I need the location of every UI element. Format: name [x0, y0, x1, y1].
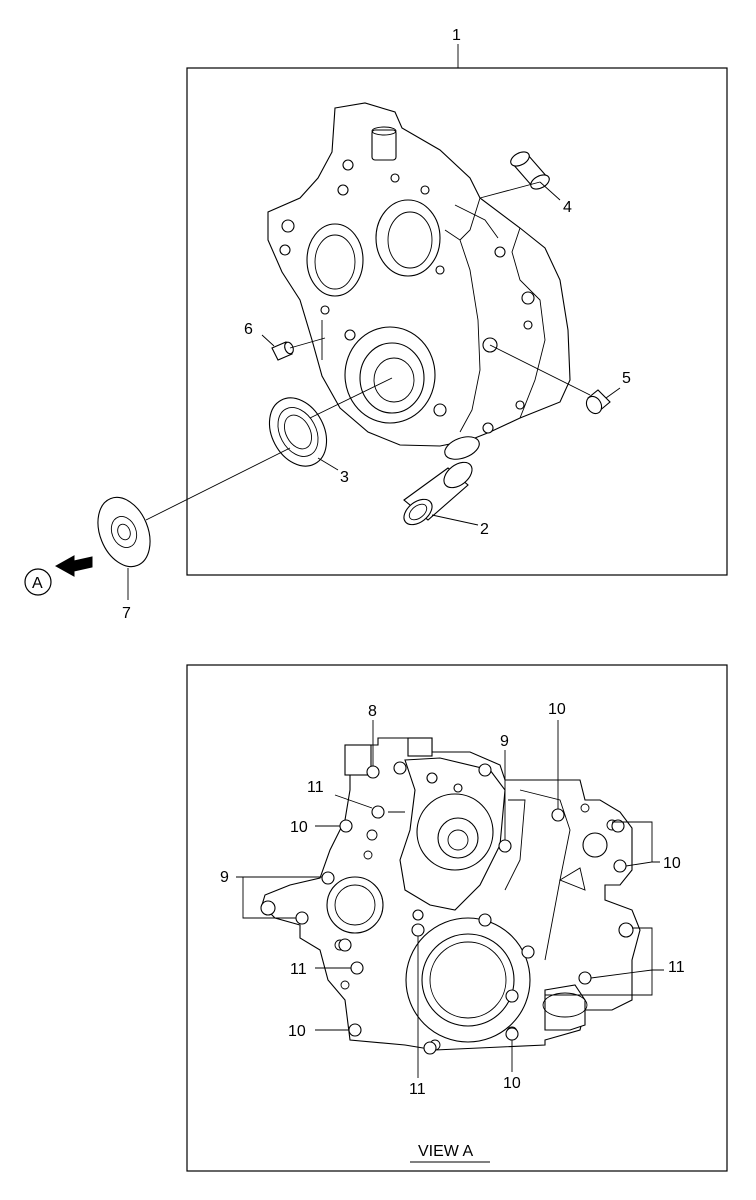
part-3-axis [309, 377, 393, 419]
callout-11-left: 11 [290, 961, 307, 978]
callout-6: 6 [244, 321, 253, 338]
top-panel-frame [186, 67, 728, 576]
callout-4-leader-body [479, 181, 541, 199]
view-a-arrow [54, 555, 93, 577]
part-4-bushing [510, 151, 550, 190]
callout-1: 1 [452, 27, 461, 44]
bottom-callout-leaders [236, 720, 664, 1078]
callout-5-leader-tail [605, 387, 621, 399]
callout-11-right: 11 [668, 959, 685, 976]
callout-10-top: 10 [548, 701, 566, 718]
view-a-marker [24, 568, 52, 596]
timing-case-housing [267, 102, 571, 447]
part-5-bushing [585, 389, 611, 415]
part-2-sleeve [403, 436, 480, 526]
callout-4-leader [539, 181, 561, 201]
callout-11-upper: 11 [307, 779, 324, 796]
view-caption: VIEW A [418, 1143, 473, 1160]
callout-11-bottom: 11 [409, 1081, 426, 1098]
callout-10-bottom: 10 [503, 1075, 521, 1092]
part-6-dowel-pin [271, 341, 294, 361]
callout-5-leader [489, 344, 591, 396]
callout-10-left-lower: 10 [288, 1023, 306, 1040]
callout-3-leader [317, 457, 339, 471]
callout-4: 4 [563, 199, 572, 216]
callout-3: 3 [340, 469, 349, 486]
bolt-holes [260, 761, 634, 1055]
part-3-oil-seal [268, 397, 328, 467]
bottom-panel-frame [186, 664, 728, 1172]
callout-8: 8 [368, 703, 377, 720]
callout-9-left: 9 [220, 869, 229, 886]
callout-2: 2 [480, 521, 489, 538]
callout-6-leader [261, 334, 275, 347]
part-7-axis [145, 447, 291, 521]
callout-10-right: 10 [663, 855, 681, 872]
callout-7: 7 [122, 605, 131, 622]
view-a-marker-letter: A [32, 575, 43, 592]
part-7-slinger [97, 496, 151, 568]
callout-10-left-upper: 10 [290, 819, 308, 836]
callout-6-leader-body [289, 337, 326, 349]
callout-5: 5 [622, 370, 631, 387]
callout-2-leader [431, 514, 479, 526]
callout-9-top: 9 [500, 733, 509, 750]
